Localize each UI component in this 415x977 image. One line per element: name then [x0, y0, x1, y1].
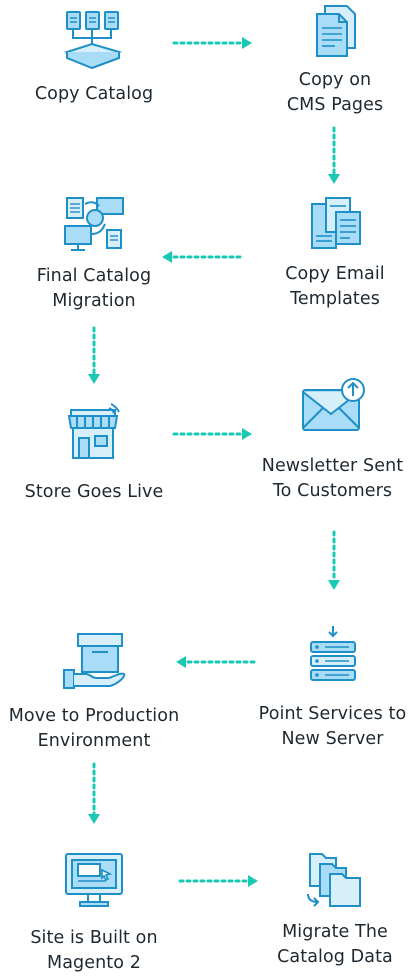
arrow-down	[328, 530, 340, 590]
step-site-built: Site is Built on Magento 2	[10, 850, 178, 976]
step-label: Newsletter Sent To Customers	[261, 456, 404, 501]
step-newsletter: Newsletter Sent To Customers	[250, 376, 415, 504]
step-copy-email: Copy Email Templates	[255, 194, 415, 312]
folders-icon	[307, 853, 361, 907]
envelope-upload-icon	[301, 378, 365, 431]
storefront-icon	[67, 403, 120, 459]
monitor-icon	[65, 853, 123, 907]
step-point-services: Point Services to New Server	[250, 624, 415, 752]
step-copy-catalog: Copy Catalog	[10, 8, 178, 107]
step-label: Final Catalog Migration	[36, 266, 152, 311]
network-migration-icon	[64, 197, 124, 251]
step-final-migration: Final Catalog Migration	[8, 194, 180, 314]
arrow-down	[88, 326, 100, 384]
step-label: Site is Built on Magento 2	[30, 928, 158, 973]
email-templates-icon	[311, 197, 361, 249]
step-label: Copy Catalog	[34, 84, 154, 104]
step-copy-cms: Copy on CMS Pages	[255, 0, 415, 118]
step-label: Migrate The Catalog Data	[277, 922, 393, 967]
arrow-left	[176, 656, 256, 668]
step-label: Copy Email Templates	[285, 264, 385, 309]
arrow-down	[328, 126, 340, 184]
step-label: Copy on CMS Pages	[286, 70, 384, 115]
arrow-right	[172, 428, 252, 440]
step-move-production: Move to Production Environment	[0, 630, 188, 754]
arrow-down	[88, 762, 100, 824]
step-label: Move to Production Environment	[8, 706, 180, 751]
document-stack-icon	[316, 5, 356, 57]
step-label: Point Services to New Server	[258, 704, 407, 749]
documents-to-box-icon	[64, 11, 123, 70]
server-stack-icon	[309, 626, 356, 681]
step-migrate-data: Migrate The Catalog Data	[255, 850, 415, 970]
arrow-left	[162, 251, 242, 263]
step-store-live: Store Goes Live	[10, 400, 178, 505]
arrow-right	[178, 875, 258, 887]
hand-box-icon	[63, 633, 126, 689]
step-label: Store Goes Live	[24, 482, 164, 502]
arrow-right	[172, 37, 252, 49]
